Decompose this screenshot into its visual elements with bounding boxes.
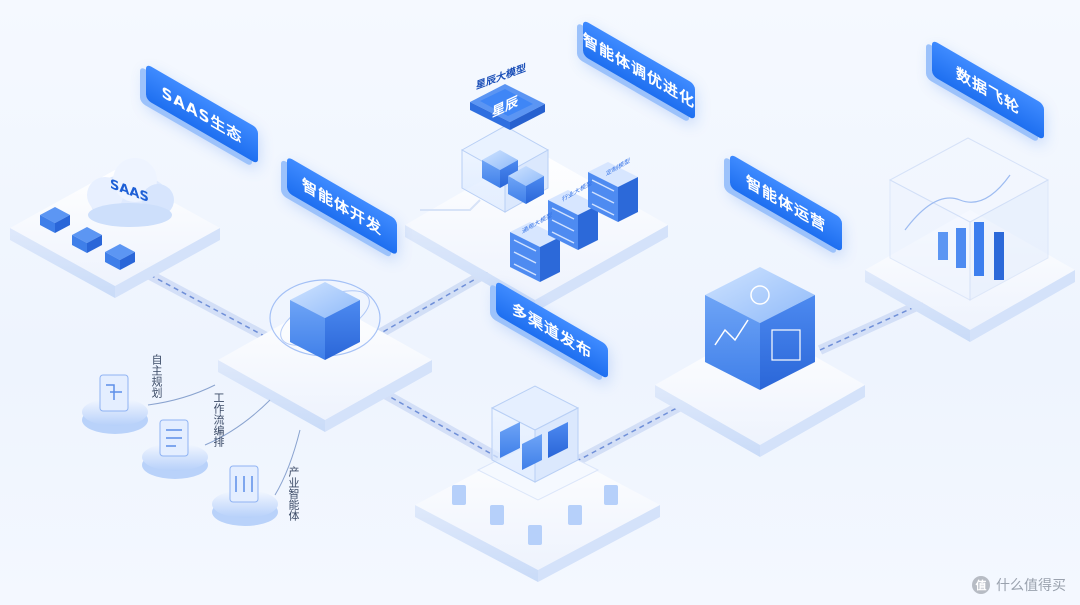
workflow-disc xyxy=(142,419,208,479)
agent-ops-platform xyxy=(655,267,865,457)
saas-platform xyxy=(10,158,220,298)
multi-channel-cube-icon xyxy=(490,385,580,483)
label-autonomous-planning: 自主规划 xyxy=(150,354,163,398)
watermark-logo-icon: 值 xyxy=(972,576,990,594)
saas-cloud-icon xyxy=(87,158,174,227)
label-workflow-orchestration: 工作流编排 xyxy=(212,392,225,447)
multi-channel-platform xyxy=(415,385,660,582)
server-stacks xyxy=(510,162,638,282)
industry-agent-disc xyxy=(212,465,278,526)
agent-ops-cube-icon xyxy=(705,267,815,390)
saas-cube-icons xyxy=(40,207,135,270)
watermark: 值 什么值得买 xyxy=(972,575,1066,595)
agent-dev-cube-icon xyxy=(290,282,360,360)
model-tower xyxy=(460,125,550,213)
autonomous-planning-disc xyxy=(82,374,148,434)
watermark-text: 什么值得买 xyxy=(996,578,1066,594)
model-chip xyxy=(470,84,545,130)
label-industry-agent: 产业智能体 xyxy=(287,466,300,521)
channel-pins xyxy=(452,485,618,545)
bar-chart-icon xyxy=(938,222,1004,280)
side-discs xyxy=(82,374,301,526)
agent-dev-platform xyxy=(218,279,432,432)
data-flywheel-platform xyxy=(865,137,1075,342)
model-platform xyxy=(405,84,668,312)
